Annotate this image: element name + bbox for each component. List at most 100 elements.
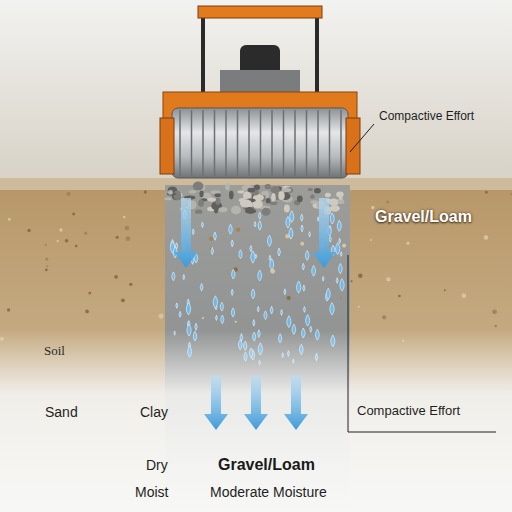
soil-grain — [342, 243, 346, 247]
gravel-grain — [199, 191, 203, 198]
soil-grain — [114, 275, 118, 279]
soil-grain — [46, 265, 48, 267]
water-drop — [239, 250, 242, 259]
roller — [160, 6, 360, 178]
bracket-line — [348, 255, 496, 432]
soil-grain — [300, 242, 304, 246]
gravel-grain — [270, 186, 279, 193]
drum-rib — [248, 110, 250, 176]
drum-rib — [283, 110, 285, 176]
drum-rib — [179, 110, 181, 176]
soil-grain — [236, 228, 240, 232]
gravel-grain — [231, 206, 241, 215]
soil-grain — [492, 309, 497, 314]
water-drop — [337, 220, 341, 231]
water-drop — [309, 232, 311, 237]
soil-grain — [66, 192, 70, 196]
drum-rib — [340, 110, 342, 176]
water-drop — [302, 263, 304, 270]
gravel-grain — [325, 193, 331, 197]
water-drop — [339, 238, 341, 243]
gravel-grain — [270, 201, 278, 205]
soil-grain — [27, 229, 30, 232]
soil-grain — [75, 245, 78, 248]
label-text: Clay — [140, 404, 168, 420]
gravel-grain — [330, 205, 340, 212]
label-text: Gravel/Loam — [375, 208, 472, 226]
water-drop — [340, 252, 342, 257]
label-text: Dry — [146, 457, 168, 473]
drum-rib — [260, 110, 262, 176]
water-drop — [301, 225, 303, 232]
gravel-grain — [168, 190, 173, 195]
water-drop — [200, 283, 203, 291]
drum-rib — [306, 110, 308, 176]
soil-grains — [0, 182, 512, 342]
gravel-grain — [284, 205, 290, 213]
gravel-grain — [219, 207, 228, 212]
label-text: Moderate Moisture — [210, 484, 327, 500]
soil-grain — [510, 193, 512, 195]
leader-line — [350, 124, 374, 152]
water-drop — [284, 289, 286, 295]
gravel-grain — [336, 191, 344, 197]
water-drop — [257, 306, 259, 311]
soil-grain — [45, 258, 48, 261]
soil-grain — [45, 244, 47, 246]
water-drop — [296, 281, 300, 293]
water-drop — [232, 269, 235, 279]
drum-rib — [271, 110, 273, 176]
water-drop — [229, 224, 233, 234]
water-drop — [303, 285, 305, 291]
drum-rib — [191, 110, 193, 176]
soil-grain — [398, 295, 401, 298]
soil-grain — [494, 325, 497, 328]
soil-grain — [484, 235, 489, 240]
down-arrow — [284, 376, 308, 430]
label-text: Soil — [44, 344, 65, 359]
gravel-grain — [261, 191, 268, 195]
soil-grain — [462, 293, 467, 298]
cab-roof — [198, 6, 322, 18]
water-drop — [330, 213, 334, 224]
water-drop — [179, 311, 181, 317]
soil-grain — [123, 216, 125, 218]
gravel-grain — [328, 198, 338, 205]
soil-grain — [125, 226, 130, 231]
soil-grain — [65, 239, 69, 243]
soil-grain — [358, 274, 362, 278]
water-drop — [322, 276, 324, 281]
water-drop — [329, 236, 331, 242]
label-text: Moist — [135, 484, 168, 500]
soil-grain — [386, 200, 389, 203]
water-drop — [306, 315, 310, 327]
gravel-grain — [237, 190, 244, 193]
soil-grain — [121, 298, 125, 302]
water-drop — [254, 222, 256, 227]
gravel-grain — [193, 182, 204, 191]
down-arrow — [312, 198, 336, 268]
down-arrow — [244, 376, 268, 430]
water-drop — [231, 240, 233, 247]
water-drop — [336, 278, 338, 284]
gravel-grain — [195, 209, 203, 213]
soil-grain — [444, 289, 446, 291]
soil-grain — [386, 277, 390, 281]
water-drop — [213, 232, 216, 240]
soil-grain — [209, 237, 213, 241]
drum-rib — [202, 110, 204, 176]
drum-rib — [214, 110, 216, 176]
gravel-grain — [215, 198, 220, 205]
water-drop — [330, 303, 334, 315]
water-drop — [317, 217, 319, 221]
water-drop — [289, 228, 293, 239]
soil-grain — [57, 240, 59, 242]
drum-side — [346, 118, 360, 174]
water-drop — [278, 248, 281, 256]
water-drop — [176, 303, 178, 308]
water-drop — [281, 309, 283, 315]
soil-grain — [144, 190, 147, 193]
gravel-grain — [214, 208, 218, 213]
